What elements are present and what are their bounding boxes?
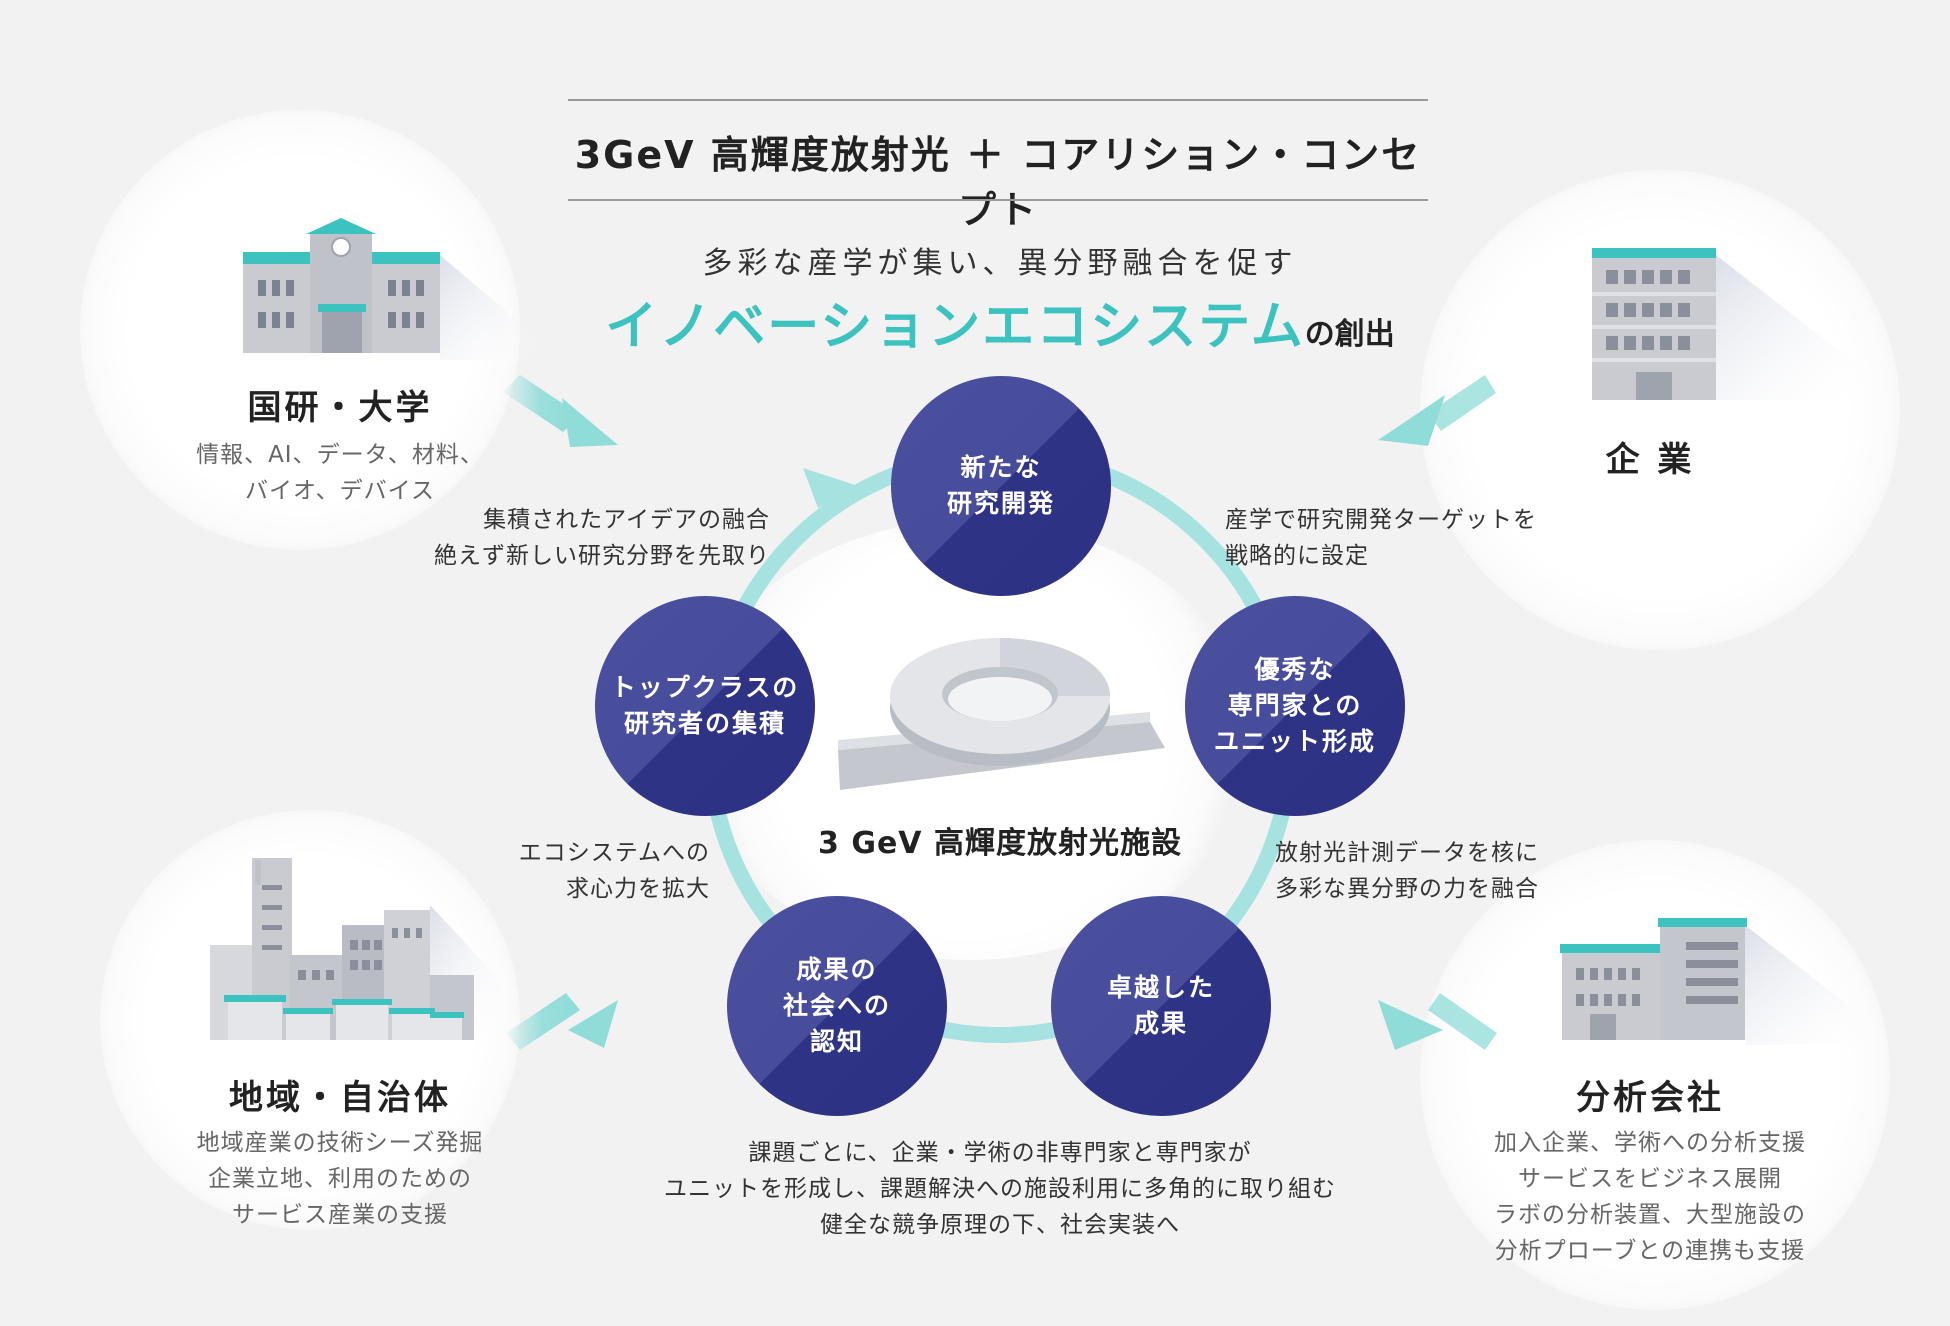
note-left: エコシステムへの 求心力を拡大 bbox=[518, 840, 710, 902]
synchrotron-facility-icon bbox=[838, 638, 1165, 790]
headline: イノベーションエコシステムの創出 bbox=[520, 284, 1480, 359]
cycle-node-label: 新たな 研究開発 bbox=[946, 453, 1055, 518]
cycle-node-label: 優秀な 専門家との ユニット形成 bbox=[1213, 655, 1376, 756]
cycle-node-excellent-results: 卓越した 成果 bbox=[1051, 896, 1271, 1116]
university-building-icon bbox=[243, 218, 540, 360]
headline-suffix: の創出 bbox=[1304, 317, 1395, 352]
stakeholder-company-name: 企 業 bbox=[1605, 440, 1695, 480]
title-bottom-rule bbox=[568, 199, 1428, 201]
cycle-node-label: 成果の 社会への 認知 bbox=[782, 955, 891, 1056]
stakeholder-analysis-desc: 加入企業、学術への分析支援 サービスをビジネス展開 ラボの分析装置、大型施設の … bbox=[1494, 1130, 1806, 1264]
cycle-node-top-researchers: トップクラスの 研究者の集積 bbox=[595, 596, 815, 816]
cycle-node-label: 卓越した 成果 bbox=[1106, 973, 1215, 1038]
center-facility-label: 3 GeV 高輝度放射光施設 bbox=[818, 826, 1182, 861]
arrow-analysis bbox=[1378, 993, 1497, 1050]
cycle-node-expert-unit: 優秀な 専門家との ユニット形成 bbox=[1185, 596, 1405, 816]
analysis-building-icon bbox=[1560, 918, 1880, 1045]
stakeholder-analysis-name: 分析会社 bbox=[1576, 1078, 1724, 1118]
stakeholder-region-name: 地域・自治体 bbox=[229, 1078, 451, 1118]
title-top-rule bbox=[568, 99, 1428, 101]
note-top-left: 集積されたアイデアの融合 絶えず新しい研究分野を先取り bbox=[434, 507, 770, 569]
subtitle: 多彩な産学が集い、異分野融合を促す bbox=[702, 246, 1298, 281]
cycle-node-social-recognition: 成果の 社会への 認知 bbox=[727, 896, 947, 1116]
note-right: 放射光計測データを核に 多彩な異分野の力を融合 bbox=[1275, 840, 1539, 902]
arrow-company bbox=[1378, 375, 1496, 446]
note-bottom: 課題ごとに、企業・学術の非専門家と専門家が ユニットを形成し、課題解決への施設利… bbox=[664, 1140, 1336, 1238]
note-top-right: 産学で研究開発ターゲットを 戦略的に設定 bbox=[1225, 507, 1537, 569]
headline-highlight: イノベーションエコシステム bbox=[605, 297, 1305, 357]
stakeholder-region-desc: 地域産業の技術シーズ発掘 企業立地、利用のための サービス産業の支援 bbox=[196, 1130, 484, 1228]
region-city-icon bbox=[210, 858, 500, 1040]
cycle-arrowhead bbox=[803, 468, 858, 508]
stakeholder-university-name: 国研・大学 bbox=[247, 388, 433, 428]
arrow-university bbox=[503, 375, 618, 447]
company-building-icon bbox=[1592, 248, 1870, 400]
page-title: 3GeV 高輝度放射光 ＋ コアリション・コンセプト bbox=[574, 133, 1422, 232]
cycle-node-new-research: 新たな 研究開発 bbox=[891, 376, 1111, 596]
stakeholder-university-desc: 情報、AI、データ、材料、 バイオ、デバイス bbox=[196, 442, 484, 504]
arrow-region bbox=[506, 993, 618, 1050]
cycle-node-label: トップクラスの 研究者の集積 bbox=[610, 673, 800, 738]
analysis-glow bbox=[1420, 840, 1890, 1310]
